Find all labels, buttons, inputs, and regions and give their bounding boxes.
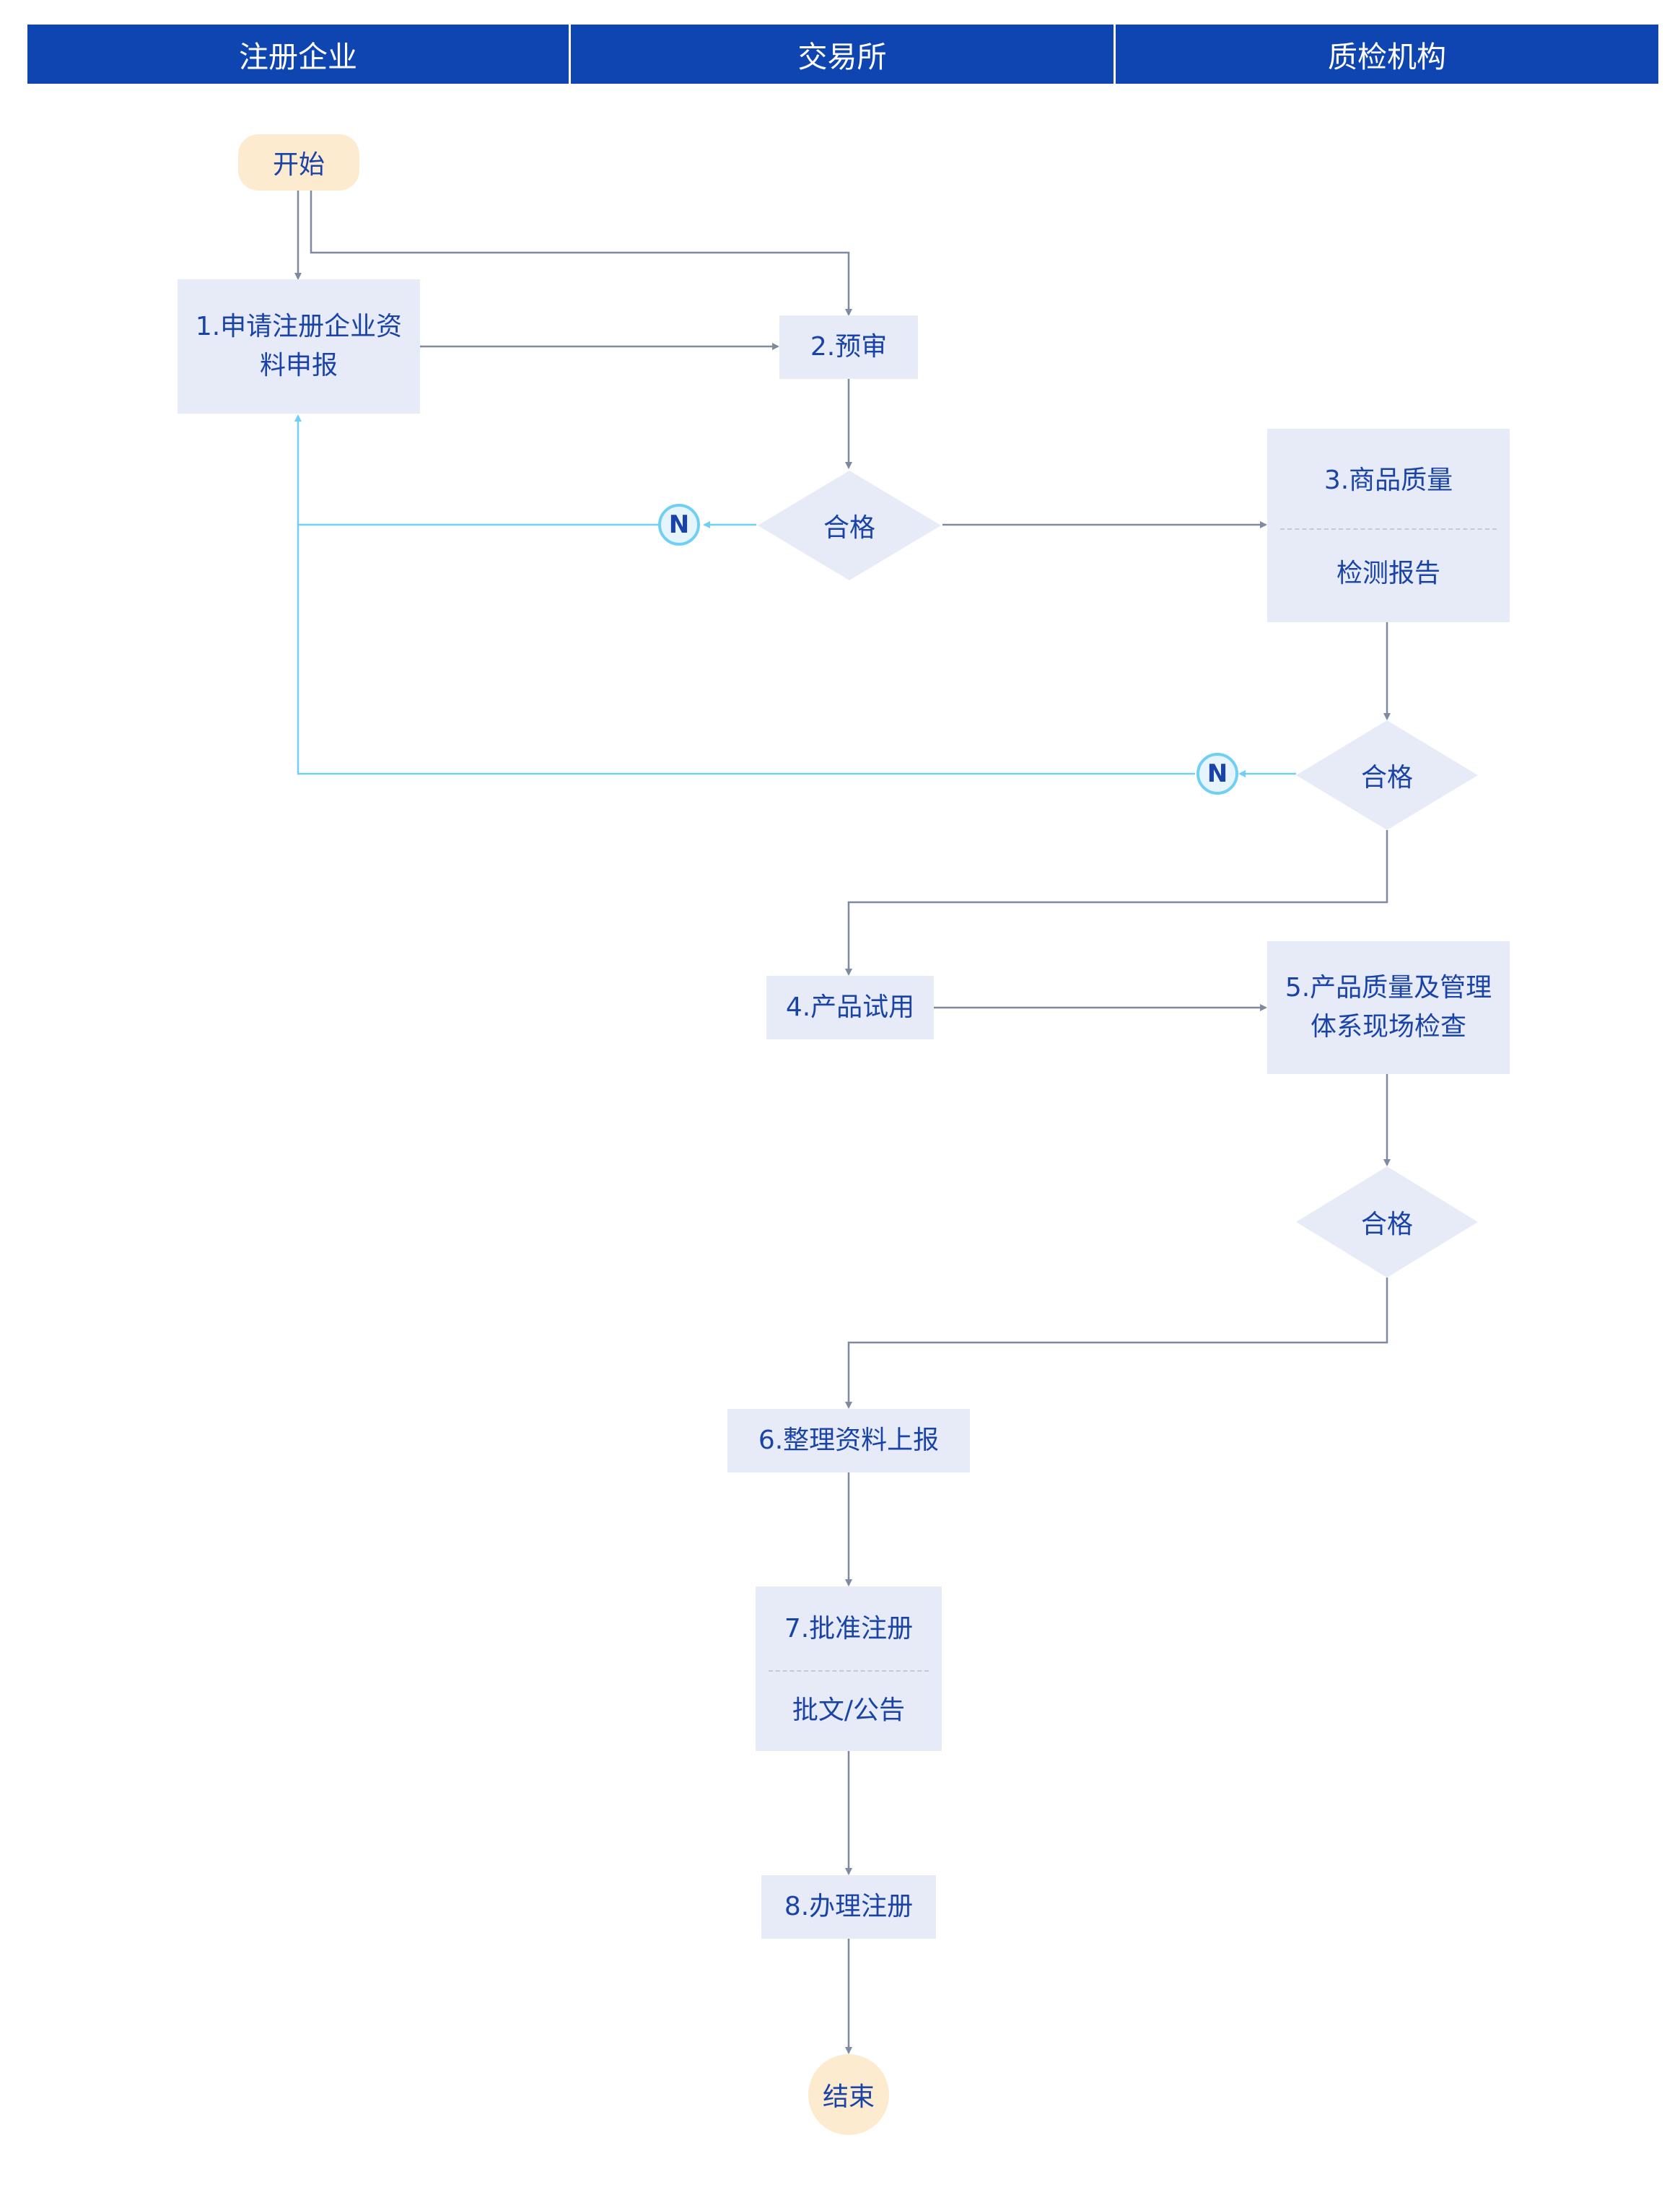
step6-compile-submit: 6.整理资料上报 [727,1409,970,1472]
step1-label-line2: 料申报 [259,351,338,380]
step5-label-line1: 5.产品质量及管理 [1285,973,1492,1003]
decision3-label: 合格 [1360,1210,1413,1239]
step1-label-line1: 1.申请注册企业资 [195,312,403,341]
step4-product-trial: 4.产品试用 [766,976,934,1039]
end-terminal: 结束 [808,2054,889,2135]
step7-bottom-label: 批文/公告 [792,1695,906,1725]
step7-approve-registration: 7.批准注册 批文/公告 [756,1586,942,1751]
step3-divider [1280,528,1497,530]
edge-badge1-to-step1 [294,414,658,526]
step5-onsite-inspection: 5.产品质量及管理 体系现场检查 [1267,941,1510,1074]
step5-label-line2: 体系现场检查 [1310,1012,1466,1042]
step2-pre-review: 2.预审 [779,315,918,379]
decision2-label: 合格 [1360,763,1413,793]
edge-badge2-to-step1 [297,525,1195,775]
step3-quality-report: 3.商品质量 检测报告 [1267,429,1510,622]
step1-apply-registration: 1.申请注册企业资 料申报 [178,279,420,414]
step3-top-label: 3.商品质量 [1324,466,1453,495]
edge-decision2-to-step4 [845,830,1388,976]
decision1-qualified: 合格 [758,471,941,580]
lane-header-inspection: 质检机构 [1116,25,1658,84]
decision3-qualified: 合格 [1296,1166,1478,1278]
reject-badge-1: N [658,504,700,546]
lane-header-exchange: 交易所 [571,25,1114,84]
step3-bottom-label: 检测报告 [1336,559,1440,588]
reject-badge-2: N [1196,753,1238,795]
step8-complete-registration: 8.办理注册 [761,1875,936,1939]
step7-divider [769,1670,929,1672]
decision1-label: 合格 [823,513,875,543]
edge-start-to-step2 [310,191,852,316]
start-terminal: 开始 [238,134,359,191]
decision2-qualified: 合格 [1296,720,1478,830]
lane-header-registrant: 注册企业 [27,25,569,84]
edge-decision3-to-step6 [845,1278,1388,1409]
step7-top-label: 7.批准注册 [784,1614,914,1644]
